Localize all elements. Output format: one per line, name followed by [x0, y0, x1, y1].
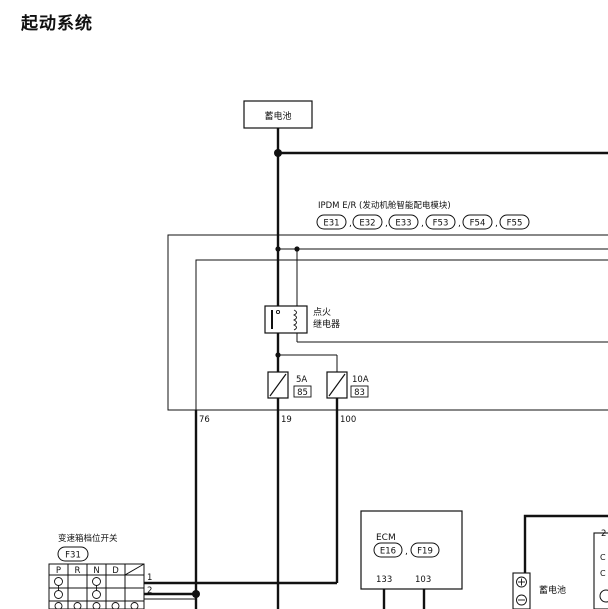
ecm-pin: 103 [415, 575, 431, 585]
relay-label: 点火 [313, 307, 331, 318]
ipdm-connector: F55 [507, 219, 523, 229]
fuse-number: 85 [297, 388, 308, 398]
range-header: N [93, 566, 99, 576]
ipdm-connector: F54 [470, 219, 486, 229]
terminal-label: 76 [199, 415, 210, 425]
range-switch-title: 变速箱档位开关 [58, 533, 118, 544]
ipdm-connectors: E31 , E32 , E33 , F53 , F54 , F55 [316, 214, 530, 230]
battery-bottom-label: 蓄电池 [539, 584, 566, 596]
range-header: D [112, 566, 119, 576]
ecm-title: ECM [376, 533, 396, 543]
svg-text:C: C [600, 553, 606, 562]
ignition-relay: 点火 继电器 [264, 305, 340, 334]
range-switch: 变速箱档位开关 F31 P R N D 1 [48, 533, 152, 609]
range-pin: 2 [147, 586, 152, 596]
ipdm-connector: F53 [433, 219, 449, 229]
relay-coil-icon [292, 309, 297, 331]
fuse-rating: 10A [352, 375, 369, 385]
connector-separator: , [495, 219, 498, 229]
relay-label: 继电器 [313, 318, 340, 330]
fuse-number: 83 [354, 388, 365, 398]
svg-text:C: C [600, 569, 606, 578]
ipdm-inner-box [195, 259, 608, 410]
range-header: P [56, 566, 61, 576]
connector-separator: , [458, 219, 461, 229]
page-title: 起动系统 [21, 14, 93, 34]
ipdm-title: IPDM E/R (发动机舱智能配电模块) [318, 200, 451, 211]
range-pin: 1 [147, 573, 152, 583]
fuse-10a: 10A 83 [326, 371, 369, 399]
ecm-connector: E16 [380, 547, 396, 557]
connector-separator: , [405, 547, 408, 557]
battery-bottom: 蓄电池 [512, 572, 566, 609]
fuse-5a: 5A 85 [267, 371, 312, 399]
range-header: R [75, 566, 81, 576]
range-switch-connector: F31 [65, 551, 81, 561]
ecm-module: ECM E16 , F19 133 103 [360, 510, 463, 590]
ipdm-connector: E32 [359, 219, 375, 229]
partial-pin: 2 [601, 529, 606, 539]
terminal-label: 19 [281, 415, 292, 425]
connector-separator: , [421, 219, 424, 229]
battery-top-label: 蓄电池 [264, 110, 291, 122]
ipdm-connector: E31 [323, 219, 339, 229]
connector-separator: , [349, 219, 352, 229]
fuse-rating: 5A [296, 375, 307, 385]
ecm-connector: F19 [417, 547, 433, 557]
battery-top: 蓄电池 [243, 100, 313, 129]
connector-separator: , [385, 219, 388, 229]
ecm-pin: 133 [376, 575, 392, 585]
ipdm-outer-box [167, 234, 608, 411]
terminal-label: 100 [340, 415, 356, 425]
ipdm-connector: E33 [395, 219, 411, 229]
